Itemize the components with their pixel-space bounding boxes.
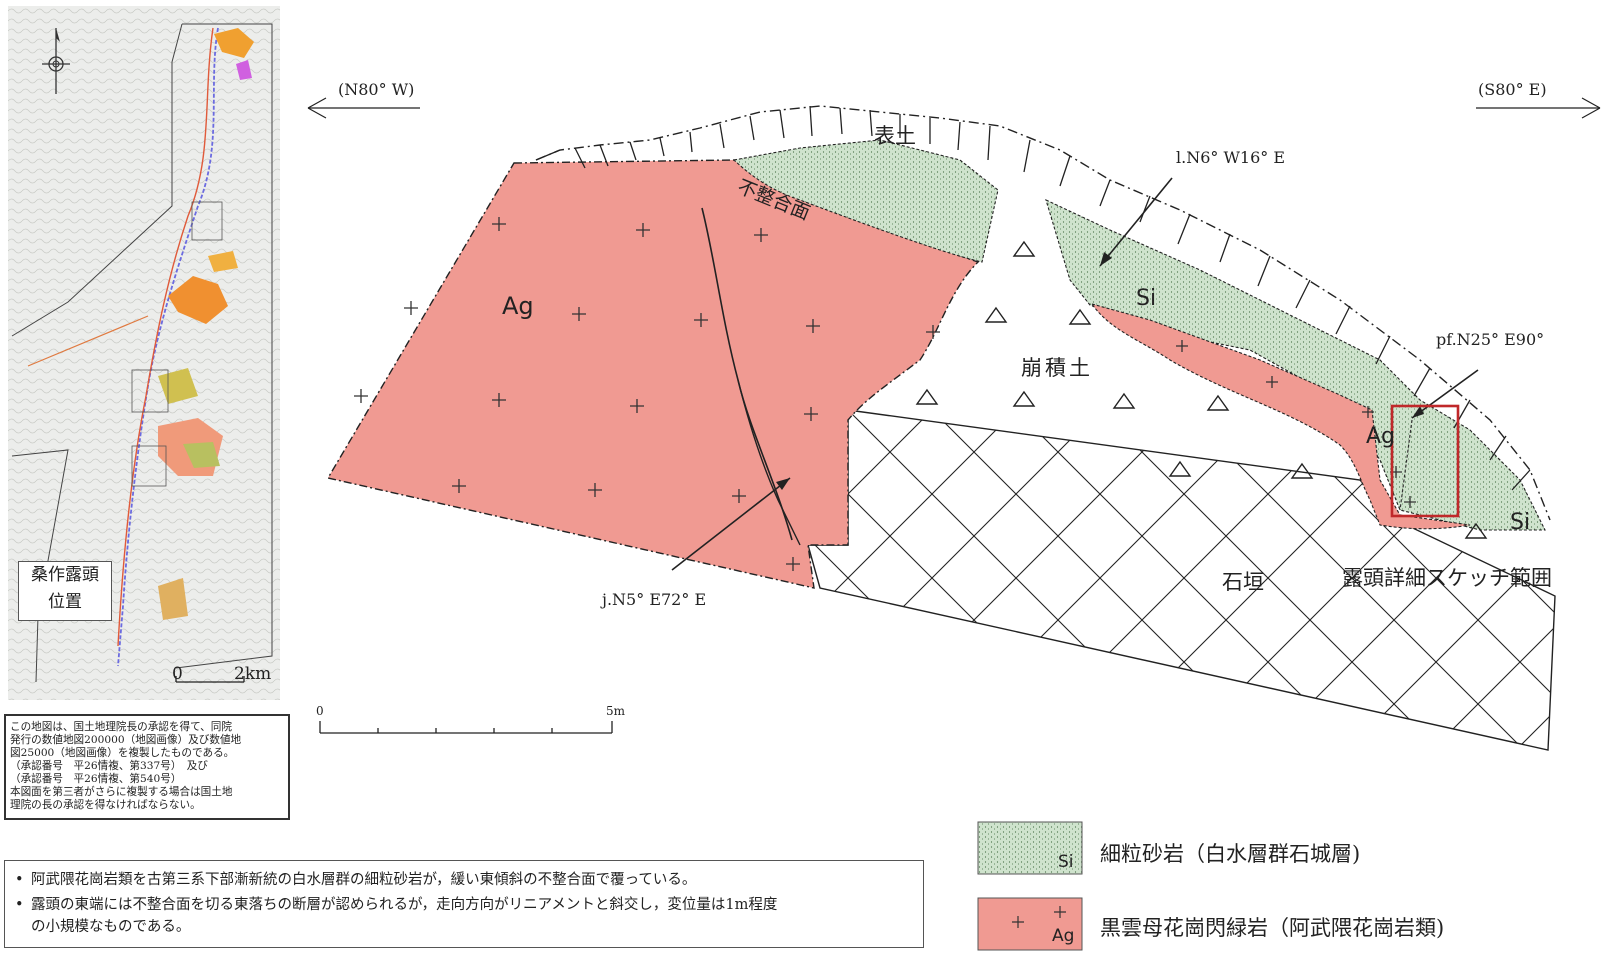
summary-box: • 阿武隈花崗岩類を古第三系下部漸新統の白水層群の細粒砂岩が，緩い東傾斜の不整合…	[4, 860, 924, 948]
detail-range-label: 露頭詳細スケッチ範囲	[1342, 566, 1552, 590]
colluvium-label: 崩積土	[1021, 356, 1093, 380]
granite-unit-east	[1090, 303, 1471, 530]
west-direction-label: (N80° W)	[338, 80, 415, 99]
lineation-label: l.N6° W16° E	[1176, 148, 1286, 167]
legend-label-sandstone: 細粒砂岩（白水層群石城層)	[1100, 842, 1361, 866]
joint-label: j.N5° E72° E	[602, 590, 707, 609]
scale-zero-label: 0	[316, 704, 324, 718]
summary-text: 露頭の東端には不整合面を切る東落ちの断層が認められるが，走向方向がリニアメントと…	[31, 897, 778, 935]
granite-symbols	[354, 217, 1416, 571]
colluvium-symbols	[915, 240, 1488, 539]
bullet-icon: •	[15, 897, 24, 913]
east-direction-arrow-icon	[1476, 97, 1601, 119]
sandstone-unit-west	[732, 139, 999, 263]
map-scale-zero: 0	[172, 664, 183, 684]
sandstone-label-upper: Si	[1136, 286, 1157, 311]
bullet-icon: •	[15, 872, 24, 888]
west-direction-arrow-icon	[307, 97, 420, 119]
granite-label-main: Ag	[502, 292, 534, 320]
summary-text: 阿武隈花崗岩類を古第三系下部漸新統の白水層群の細粒砂岩が，緩い東傾斜の不整合面で…	[31, 872, 697, 888]
location-map: 桑作露頭 位置 0 2km	[8, 6, 280, 700]
legend-symbol-granite: Ag	[1052, 926, 1075, 946]
legend-symbol-sandstone: Si	[1058, 852, 1074, 872]
summary-item: • 阿武隈花崗岩類を古第三系下部漸新統の白水層群の細粒砂岩が，緩い東傾斜の不整合…	[15, 869, 913, 891]
scale-5m-label: 5m	[606, 704, 626, 718]
topsoil-label: 表土	[874, 124, 916, 148]
granite-label-east: Ag	[1366, 424, 1396, 449]
stone-wall-label: 石垣	[1222, 570, 1264, 594]
copyright-notice: この地図は、国土地理院長の承認を得て、同院 発行の数値地図200000（地図画像…	[4, 714, 290, 820]
detail-sketch-box	[1390, 404, 1460, 518]
north-arrow-icon	[42, 28, 70, 94]
sandstone-label-lower: Si	[1510, 510, 1531, 535]
outcrop-location-label: 桑作露頭 位置	[18, 561, 112, 621]
legend-label-granite: 黒雲母花崗閃緑岩（阿武隈花崗岩類)	[1100, 916, 1445, 940]
topsoil-hatching	[535, 105, 1531, 491]
topographic-map	[8, 6, 280, 700]
summary-item: • 露頭の東端には不整合面を切る東落ちの断層が認められるが，走向方向がリニアメン…	[15, 894, 913, 938]
map-scale-km: 2km	[234, 664, 272, 684]
sketch-scale-bar	[319, 721, 613, 734]
fault-plane-label: pf.N25° E90°	[1436, 330, 1545, 349]
east-direction-label: (S80° E)	[1478, 80, 1547, 99]
